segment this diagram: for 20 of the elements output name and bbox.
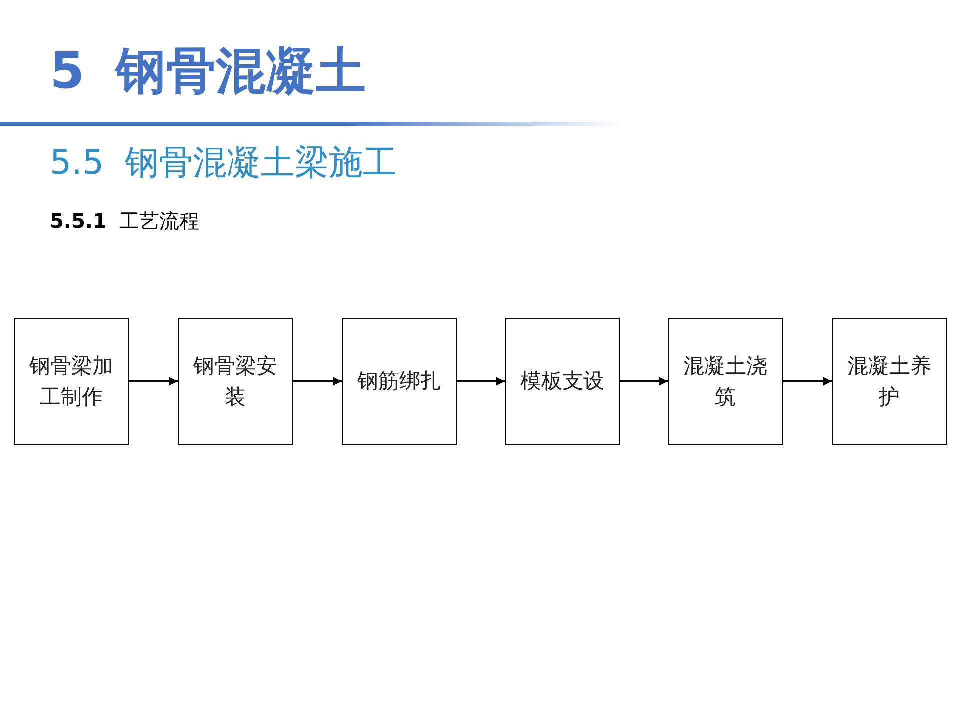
- arrow: [783, 377, 832, 386]
- page-title: 5 钢骨混凝土: [50, 41, 366, 102]
- step-text: 钢筋绑扎: [356, 368, 442, 396]
- arrow: [293, 377, 342, 386]
- step-text: 混凝土浇筑: [682, 353, 768, 410]
- process-box: [505, 318, 620, 445]
- step-text: 模板支设: [520, 368, 606, 396]
- process-box: [342, 318, 457, 445]
- arrow: [620, 377, 668, 386]
- section-heading: 5.5 钢骨混凝土梁施工: [50, 142, 397, 185]
- step-text: 钢骨梁加工制作: [28, 353, 114, 410]
- arrow: [129, 377, 178, 386]
- subsection-heading: 5.5.1 工艺流程: [50, 208, 200, 235]
- process-box: [178, 318, 293, 445]
- step-text: 混凝土养护: [846, 353, 932, 410]
- process-box: [832, 318, 947, 445]
- step-text: 钢骨梁安装: [192, 353, 278, 410]
- process-box: [668, 318, 783, 445]
- process-box: [14, 318, 129, 445]
- arrow: [457, 377, 505, 386]
